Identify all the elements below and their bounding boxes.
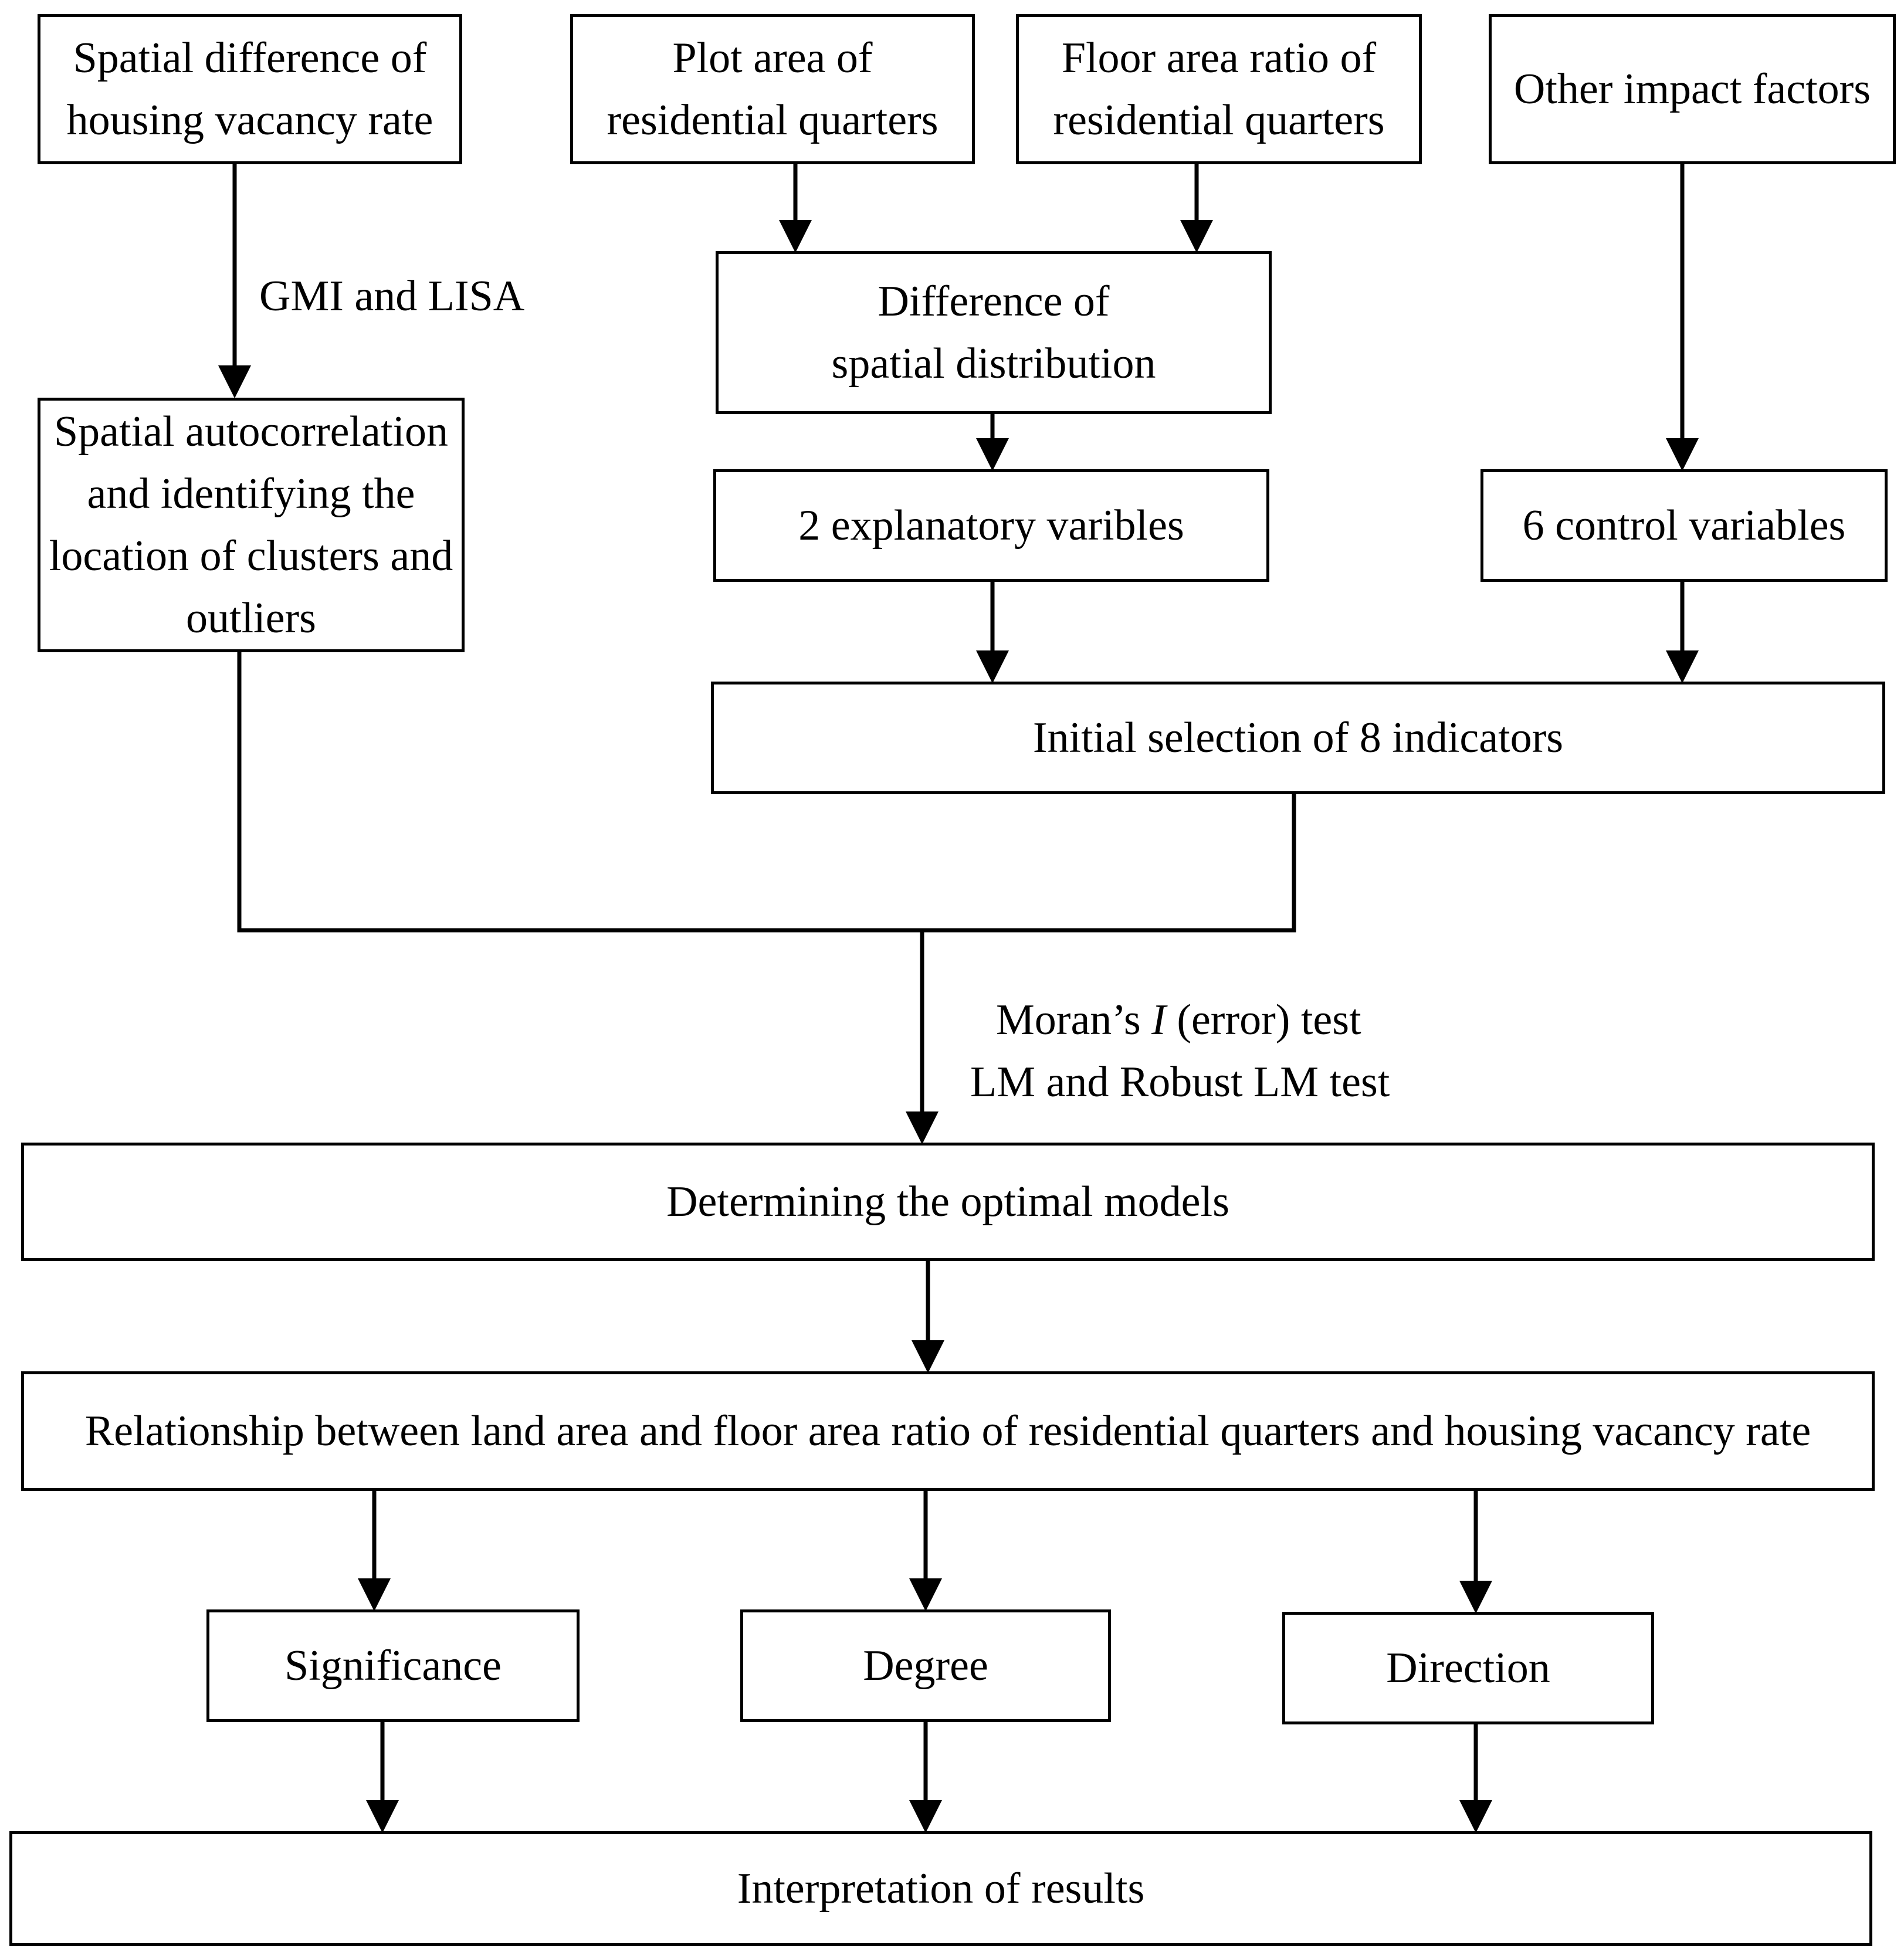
- moran-prefix: Moran’s: [996, 996, 1152, 1044]
- spatial-difference-box: Spatial difference of housing vacancy ra…: [38, 14, 462, 164]
- control-variables-box: 6 control variables: [1480, 469, 1888, 582]
- relationship-box: Relationship between land area and floor…: [21, 1371, 1875, 1491]
- plot-area-box: Plot area of residential quarters: [570, 14, 975, 164]
- floor-area-ratio-box: Floor area ratio of residential quarters: [1016, 14, 1422, 164]
- direction-box: Direction: [1282, 1612, 1654, 1724]
- initial-selection-box: Initial selection of 8 indicators: [711, 682, 1885, 794]
- difference-of-spatial-distribution-box: Difference of spatial distribution: [716, 251, 1272, 414]
- significance-box: Significance: [206, 1609, 580, 1722]
- degree-box: Degree: [740, 1609, 1111, 1722]
- moran-test-label: Moran’s I (error) test: [996, 989, 1361, 1051]
- optimal-models-box: Determining the optimal models: [21, 1143, 1875, 1261]
- explanatory-variables-box: 2 explanatory varibles: [713, 469, 1269, 582]
- merge-line: [237, 652, 1296, 933]
- gmi-lisa-label: GMI and LISA: [259, 272, 525, 320]
- moran-suffix: (error) test: [1166, 996, 1361, 1044]
- other-impact-factors-box: Other impact factors: [1489, 14, 1896, 164]
- lm-robust-test-label: LM and Robust LM test: [970, 1058, 1390, 1106]
- moran-italic-i: I: [1151, 996, 1166, 1044]
- interpretation-box: Interpretation of results: [9, 1831, 1872, 1946]
- spatial-autocorrelation-box: Spatial autocorrelation and identifying …: [38, 398, 465, 652]
